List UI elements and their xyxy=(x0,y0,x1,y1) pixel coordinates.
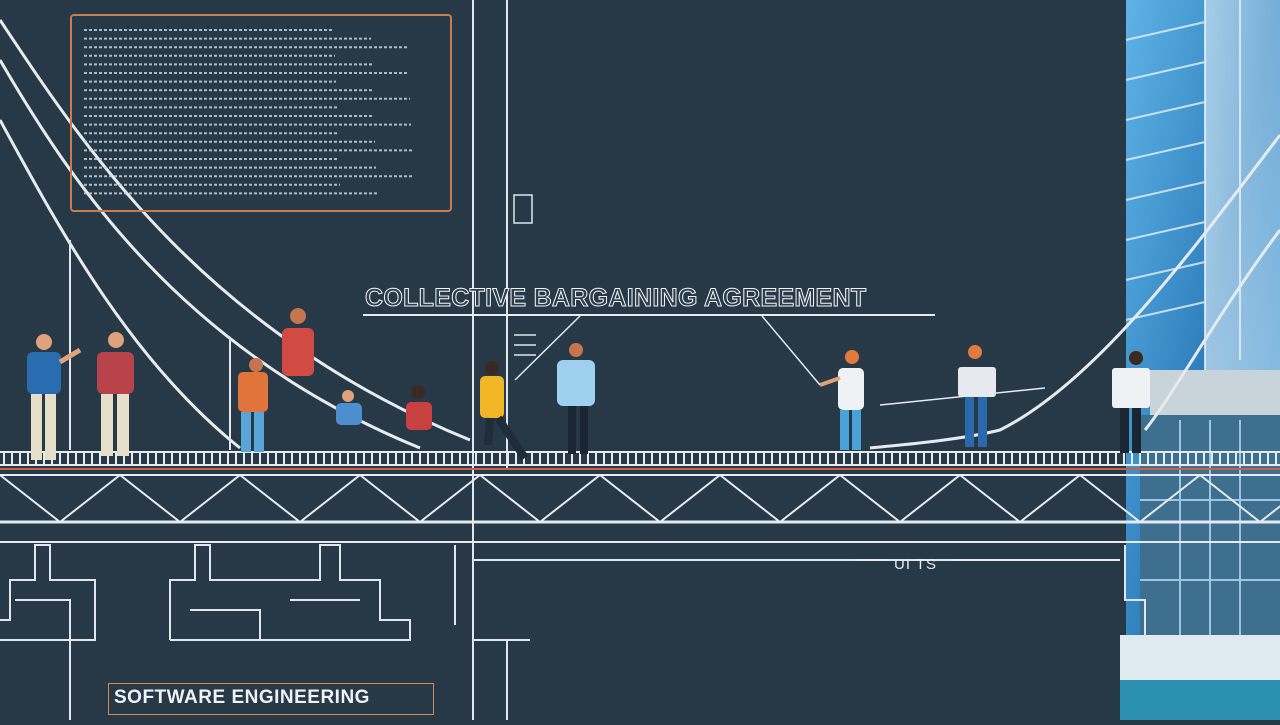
bottom-label-text: SOFTWARE ENGINEERING xyxy=(114,687,370,708)
person-yellow-shirt xyxy=(480,361,529,461)
headline: COLLECTIVE BARGAINING AGREEMENT xyxy=(364,284,867,313)
person-holding-panel xyxy=(958,345,996,447)
bottom-label-box: SOFTWARE ENGINEERING xyxy=(108,683,434,715)
person-light-blue-shirt xyxy=(557,343,595,454)
person-near-building xyxy=(1112,351,1150,453)
headline-underline xyxy=(363,314,935,316)
bridge-deck xyxy=(0,451,1280,543)
bridge-cables xyxy=(0,19,1280,450)
glass-building xyxy=(1120,0,1280,720)
annotation-label: UI TS xyxy=(894,556,938,573)
people-group xyxy=(27,308,1150,461)
person-red-top xyxy=(282,308,314,376)
code-panel xyxy=(70,14,452,212)
person-white-shirt xyxy=(819,350,864,450)
person-blue-shirt xyxy=(27,334,82,460)
person-orange-shirt xyxy=(238,358,268,452)
person-red-shirt xyxy=(97,332,134,456)
